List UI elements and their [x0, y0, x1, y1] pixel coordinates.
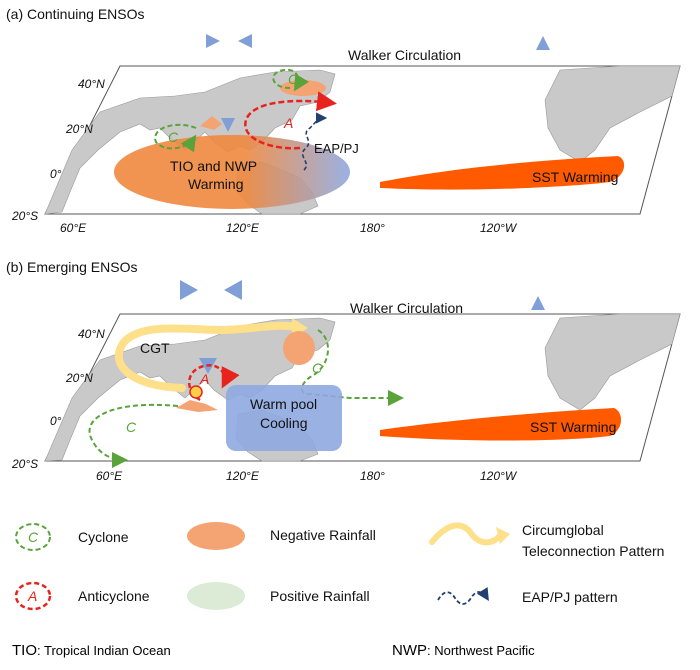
panel-b-convection-icon — [176, 385, 218, 412]
panel-b-coolpool-label-line2: Cooling — [260, 415, 307, 431]
panel-b: (b) Emerging ENSOs 40°N 20°N 0° 20°S 60°… — [6, 259, 681, 483]
panel-a-lon-120e: 120°E — [226, 221, 260, 235]
panel-a-sst-warming — [380, 156, 625, 190]
panel-a-lat-40n: 40°N — [78, 77, 105, 91]
panel-a-cyclone-north: C — [272, 68, 310, 92]
footnote-nwp-def: : Northwest Pacific — [427, 643, 535, 658]
panel-b-warmpool-cooling — [226, 385, 342, 451]
footnote-tio-abbr: TIO — [12, 642, 37, 659]
panel-a-lon-180: 180° — [360, 221, 385, 235]
panel-b-lon-180: 180° — [360, 469, 385, 483]
panel-a-negative-rainfall-small — [200, 116, 222, 130]
panel-b-sst-label: SST Warming — [530, 419, 616, 435]
panel-b-sst-warming — [380, 408, 622, 441]
footnote-tio: TIO: Tropical Indian Ocean — [12, 642, 171, 659]
legend-positive-rainfall-label: Positive Rainfall — [270, 588, 370, 604]
panel-b-walker-label: Walker Circulation — [350, 300, 463, 316]
legend-cgt-line1: Circumglobal — [522, 522, 604, 538]
footnote-tio-def: : Tropical Indian Ocean — [37, 643, 171, 658]
legend-cgt-line2: Teleconnection Pattern — [522, 543, 664, 559]
legend: C Cyclone A Anticyclone Negative Rainfal… — [14, 522, 664, 611]
legend-eap: EAP/PJ pattern — [437, 587, 618, 605]
panel-b-lat-20s: 20°S — [11, 457, 38, 471]
legend-anticyclone-symbol: A — [27, 588, 37, 604]
panel-b-lon-60e: 60°E — [96, 469, 123, 483]
panel-b-lon-120w: 120°W — [480, 469, 518, 483]
panel-a-lat-0: 0° — [50, 167, 62, 181]
panel-a: (a) Continuing ENSOs 40°N 20°N 0° 20°S 6… — [6, 6, 681, 235]
panel-b-lat-40n: 40°N — [78, 327, 105, 341]
panel-b-cyclone-south-letter: C — [126, 419, 137, 435]
footnote-nwp-abbr: NWP — [392, 642, 427, 659]
panel-b-coolpool-label-line1: Warm pool — [250, 396, 317, 412]
panel-b-walker-circulation: Walker Circulation — [128, 280, 545, 398]
panel-a-sst-label: SST Warming — [532, 169, 618, 185]
panel-b-cyclone-north-letter: C — [312, 360, 323, 376]
panel-a-eap-pattern: EAP/PJ — [301, 112, 359, 171]
panel-a-cyclone-bob-letter: C — [168, 129, 179, 145]
panel-a-warming-ellipse — [114, 135, 350, 209]
footnote-nwp: NWP: Northwest Pacific — [392, 642, 535, 659]
panel-b-anticyclone-letter: A — [199, 371, 209, 387]
legend-anticyclone-label: Anticyclone — [78, 588, 150, 604]
panel-a-walker-label: Walker Circulation — [348, 47, 461, 63]
panel-b-lon-120e: 120°E — [226, 469, 260, 483]
panel-a-walker-circulation: Walker Circulation — [128, 34, 550, 190]
panel-a-lon-60e: 60°E — [60, 221, 87, 235]
panel-b-lat-0: 0° — [50, 414, 62, 428]
legend-negative-rainfall: Negative Rainfall — [187, 522, 376, 550]
panel-a-warming-label-line2: Warming — [188, 176, 244, 192]
legend-cyclone-label: Cyclone — [78, 529, 129, 545]
panel-a-eap-label: EAP/PJ — [314, 141, 359, 156]
legend-anticyclone: A Anticyclone — [14, 581, 150, 611]
panel-b-negative-rainfall — [283, 331, 315, 365]
panel-b-title: (b) Emerging ENSOs — [6, 259, 137, 275]
panel-a-anticyclone: A — [244, 91, 337, 150]
panel-a-warming-label-line1: TIO and NWP — [170, 158, 257, 174]
legend-positive-rainfall: Positive Rainfall — [187, 582, 370, 610]
panel-a-lat-20n: 20°N — [65, 122, 93, 136]
panel-a-lon-120w: 120°W — [480, 221, 518, 235]
panel-a-lat-20s: 20°S — [11, 209, 38, 223]
panel-b-cgt-label: CGT — [140, 340, 170, 356]
panel-b-anticyclone: A — [188, 364, 240, 402]
panel-a-cyclone-north-letter: C — [288, 71, 299, 87]
panel-b-cyclone-south: C — [88, 403, 179, 468]
legend-cgt: Circumglobal Teleconnection Pattern — [429, 522, 664, 559]
legend-cyclone-symbol: C — [28, 529, 39, 545]
panel-b-lat-20n: 20°N — [65, 371, 93, 385]
legend-eap-label: EAP/PJ pattern — [522, 589, 618, 605]
panel-a-title: (a) Continuing ENSOs — [6, 6, 145, 22]
footnote: TIO: Tropical Indian Ocean NWP: Northwes… — [12, 642, 535, 659]
legend-negative-rainfall-label: Negative Rainfall — [270, 527, 376, 543]
panel-a-anticyclone-letter: A — [283, 115, 293, 131]
legend-cyclone: C Cyclone — [15, 523, 129, 551]
panel-a-cyclone-bob: C — [154, 123, 197, 153]
